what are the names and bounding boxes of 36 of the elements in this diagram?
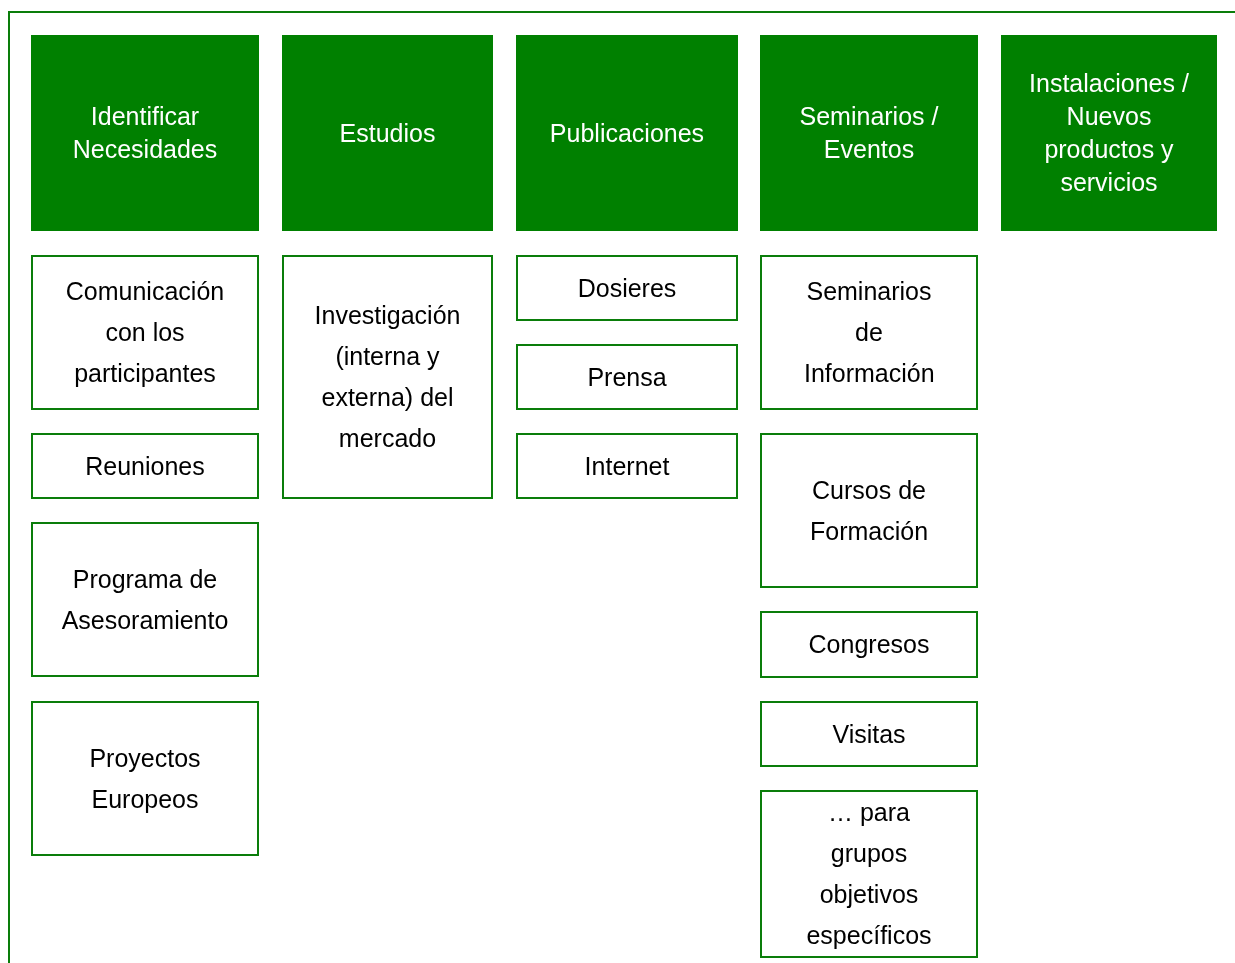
header-box xyxy=(31,35,259,231)
box-label: Identificar Necesidades xyxy=(71,101,219,165)
box-label: Comunicación con los participantes xyxy=(64,276,226,389)
box-label: Seminarios / Eventos xyxy=(798,101,940,165)
box-label: Publicaciones xyxy=(549,117,705,149)
header-box xyxy=(516,35,738,231)
item-box xyxy=(516,433,738,499)
header-box xyxy=(282,35,493,231)
item-box xyxy=(31,255,259,410)
item-box xyxy=(760,255,978,410)
box-label: Seminarios de Información xyxy=(804,276,934,389)
header-box xyxy=(760,35,978,231)
item-box xyxy=(760,790,978,958)
box-label: Reuniones xyxy=(85,450,205,482)
item-box xyxy=(516,344,738,410)
item-box xyxy=(282,255,493,499)
item-box xyxy=(31,433,259,499)
item-box xyxy=(760,433,978,588)
item-box xyxy=(516,255,738,321)
box-label: Cursos de Formación xyxy=(808,474,930,547)
item-box xyxy=(31,701,259,856)
box-label: Internet xyxy=(584,450,670,482)
header-box xyxy=(1001,35,1217,231)
item-box xyxy=(31,522,259,677)
item-box xyxy=(760,701,978,767)
box-label: Congresos xyxy=(808,629,930,660)
box-label: Proyectos Europeos xyxy=(88,742,202,815)
box-label: … para grupos objetivos específicos xyxy=(805,797,933,951)
box-label: Programa de Asesoramiento xyxy=(60,563,230,636)
box-label: Prensa xyxy=(587,361,667,393)
box-label: Dosieres xyxy=(577,272,677,304)
item-box xyxy=(760,611,978,678)
box-label: Instalaciones / Nuevos productos y servicios xyxy=(1028,68,1190,198)
box-label: Estudios xyxy=(339,117,436,149)
box-label: Investigación (interna y externa) del mercado xyxy=(313,300,462,454)
box-label: Visitas xyxy=(832,718,906,750)
